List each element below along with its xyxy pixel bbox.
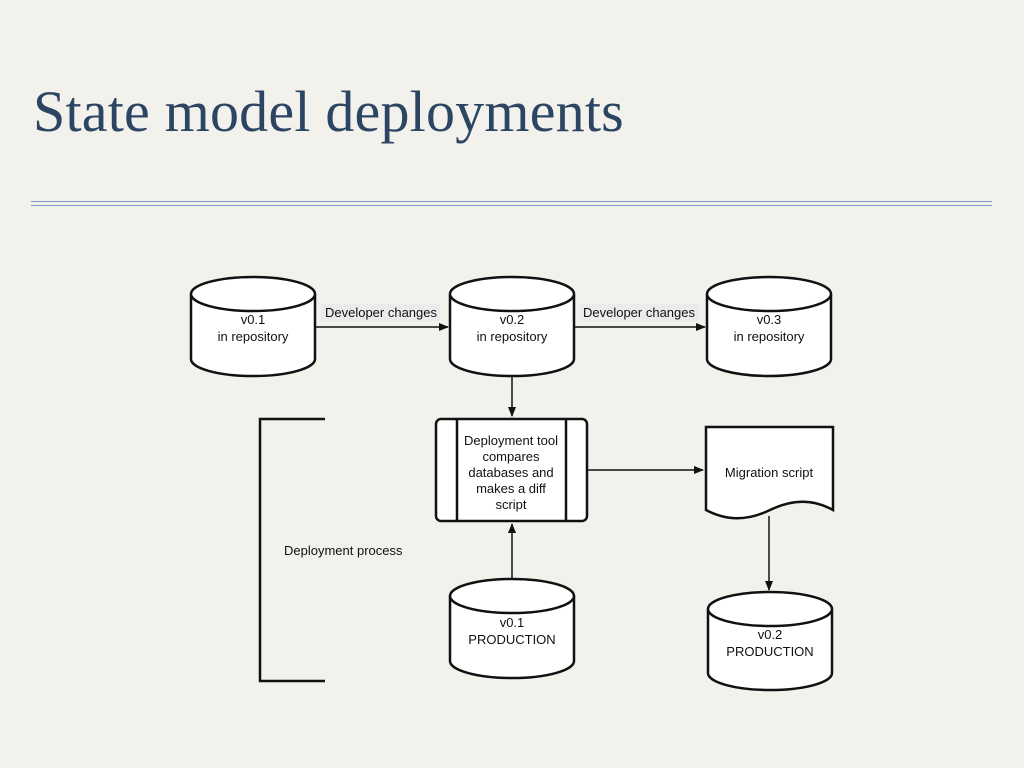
repo-v0-2-version: v0.2 [500, 312, 525, 327]
tool-line-5: script [495, 497, 526, 512]
tool-line-4: makes a diff [476, 481, 546, 496]
edge-developer-changes-2: Developer changes [574, 304, 706, 331]
edge-label-developer-changes-2: Developer changes [583, 305, 696, 320]
process-deployment-tool: Deployment tool compares databases and m… [434, 417, 589, 523]
production-v0-1-version: v0.1 [500, 615, 525, 630]
cylinder-repo-v0-2: v0.2 in repository [448, 275, 576, 378]
production-v0-2-version: v0.2 [758, 627, 783, 642]
title-rule-bottom [31, 205, 992, 206]
production-v0-2-label: PRODUCTION [726, 644, 813, 659]
repo-v0-2-location: in repository [477, 329, 548, 344]
cylinder-repo-v0-3: v0.3 in repository [705, 275, 833, 378]
bracket-deployment-process: Deployment process [258, 417, 403, 683]
tool-line-3: databases and [468, 465, 553, 480]
repo-v0-1-version: v0.1 [241, 312, 266, 327]
cylinder-repo-v0-1: v0.1 in repository [189, 275, 317, 378]
repo-v0-3-version: v0.3 [757, 312, 782, 327]
repo-v0-3-location: in repository [734, 329, 805, 344]
tool-line-2: compares [482, 449, 540, 464]
migration-script-label: Migration script [725, 465, 814, 480]
document-migration-script: Migration script [704, 425, 835, 520]
cylinder-production-v0-2: v0.2 PRODUCTION [706, 590, 834, 692]
deployment-process-label: Deployment process [284, 543, 403, 558]
tool-line-1: Deployment tool [464, 433, 558, 448]
repo-v0-1-location: in repository [218, 329, 289, 344]
slide-title: State model deployments [33, 79, 624, 144]
title-rule-top [31, 201, 992, 202]
production-v0-1-label: PRODUCTION [468, 632, 555, 647]
edge-label-developer-changes-1: Developer changes [325, 305, 438, 320]
edge-developer-changes-1: Developer changes [315, 304, 449, 331]
cylinder-production-v0-1: v0.1 PRODUCTION [448, 577, 576, 680]
